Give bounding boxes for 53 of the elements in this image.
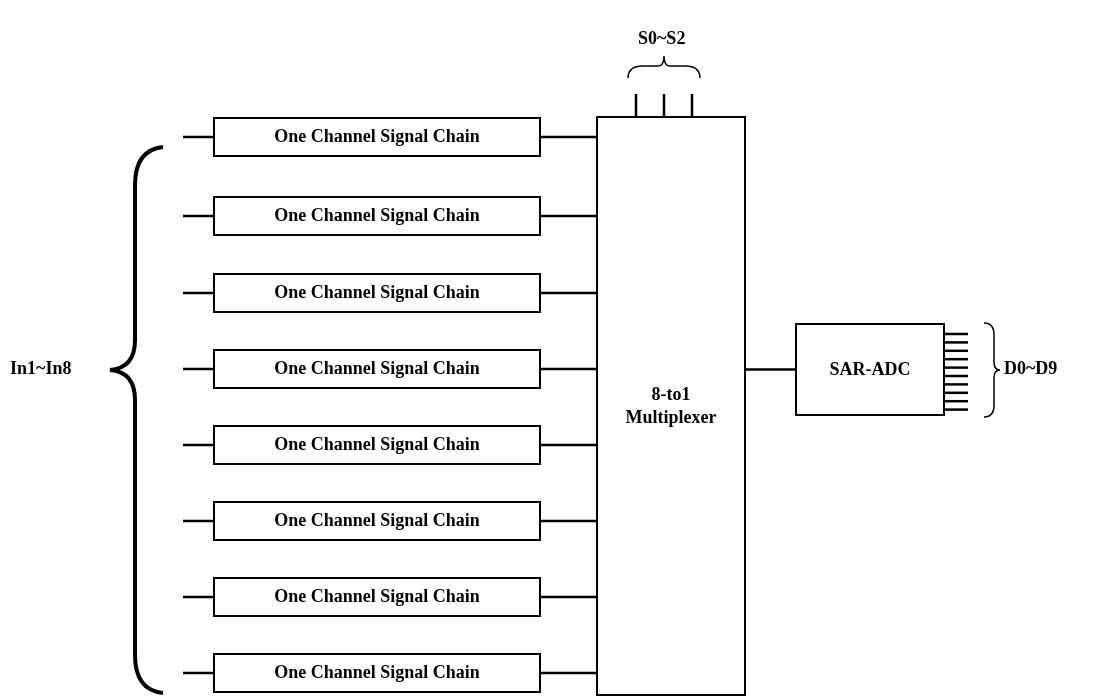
- signal-line: [183, 291, 213, 295]
- signal-line: [945, 383, 968, 386]
- signal-line: [945, 374, 968, 378]
- block-label: One Channel Signal Chain: [274, 585, 480, 609]
- signal-line: [183, 671, 213, 675]
- multiplexer-box: [596, 116, 746, 696]
- signal-chain-box: [213, 273, 541, 313]
- signal-chain-box: [213, 577, 541, 617]
- signal-chain-box: [213, 196, 541, 236]
- block-label: One Channel Signal Chain: [274, 357, 480, 381]
- signal-chain-box: [213, 117, 541, 157]
- signal-line: [945, 332, 968, 336]
- signal-line: [541, 671, 596, 675]
- signal-line: [183, 367, 213, 371]
- block-label: One Channel Signal Chain: [274, 509, 480, 533]
- block-label: 8-to1 Multiplexer: [624, 382, 718, 429]
- signal-chain-box: [213, 425, 541, 465]
- signal-line: [541, 135, 596, 139]
- signal-line: [662, 94, 666, 116]
- signal-line: [541, 443, 596, 447]
- block-label: One Channel Signal Chain: [274, 125, 480, 149]
- bus-label: D0~D9: [1004, 358, 1058, 379]
- signal-line: [945, 391, 968, 395]
- signal-line: [746, 368, 795, 371]
- signal-line: [183, 519, 213, 523]
- adc-box: [795, 323, 945, 416]
- bus-label: In1~In8: [10, 358, 72, 379]
- signal-line: [945, 357, 968, 361]
- signal-line: [634, 94, 638, 116]
- signal-chain-box: [213, 653, 541, 693]
- signal-line: [945, 341, 968, 344]
- signal-chain-box: [213, 349, 541, 389]
- block-label: One Channel Signal Chain: [274, 433, 480, 457]
- block-label: SAR-ADC: [829, 357, 911, 381]
- block-label: One Channel Signal Chain: [274, 204, 480, 228]
- signal-line: [183, 595, 213, 599]
- signal-line: [183, 214, 213, 218]
- block-label: One Channel Signal Chain: [274, 661, 480, 685]
- signal-line: [945, 366, 968, 369]
- signal-line: [541, 214, 596, 218]
- signal-line: [690, 94, 694, 116]
- signal-line: [945, 408, 968, 411]
- bus-label: S0~S2: [638, 28, 686, 49]
- signal-chain-box: [213, 501, 541, 541]
- signal-line: [541, 595, 596, 599]
- signal-line: [541, 519, 596, 523]
- signal-line: [541, 291, 596, 295]
- signal-line: [541, 367, 596, 371]
- block-label: One Channel Signal Chain: [274, 281, 480, 305]
- signal-line: [945, 399, 968, 403]
- signal-line: [183, 443, 213, 447]
- signal-line: [945, 349, 968, 353]
- signal-line: [183, 135, 213, 139]
